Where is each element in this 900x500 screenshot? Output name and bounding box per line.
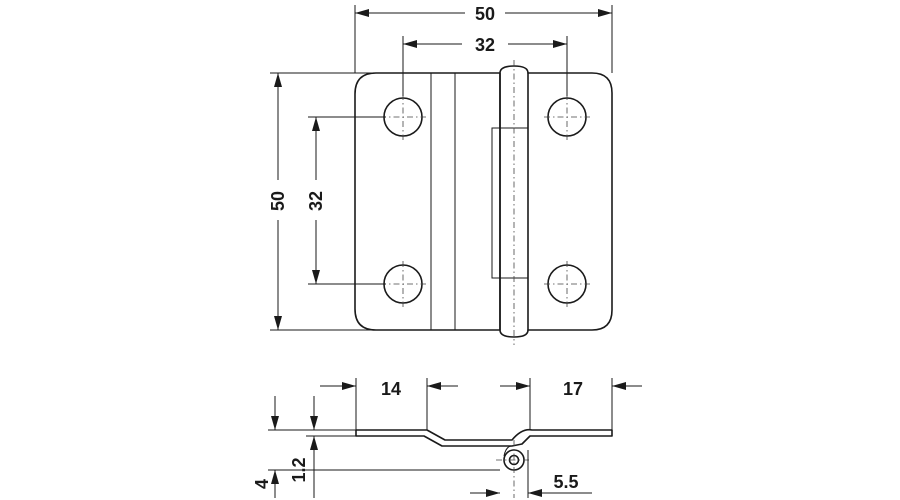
dim-label-knuckle-offset: 5.5 bbox=[553, 472, 578, 492]
dimension-overall-width: 50 bbox=[354, 4, 613, 73]
dimension-hole-spacing-vertical: 32 bbox=[306, 116, 386, 285]
dim-label-hole-spacing-vertical: 32 bbox=[306, 191, 326, 211]
dimension-total-thickness: 4 bbox=[252, 396, 500, 498]
knuckle-wrap bbox=[503, 445, 513, 457]
hinge-top-view bbox=[354, 60, 613, 345]
dim-label-overall-width: 50 bbox=[475, 4, 495, 24]
dim-label-hole-spacing-horizontal: 32 bbox=[475, 35, 495, 55]
dimension-knuckle-offset: 5.5 bbox=[470, 450, 592, 498]
knuckle-cutout bbox=[491, 127, 528, 279]
dimension-left-leaf: 14 bbox=[320, 378, 458, 430]
dim-label-right-leaf: 17 bbox=[563, 379, 583, 399]
dimension-right-leaf: 17 bbox=[500, 378, 642, 430]
hinge-right-leaf-outline bbox=[527, 72, 613, 331]
dim-label-leaf-thickness: 1.2 bbox=[289, 457, 309, 482]
dimension-hole-spacing-horizontal: 32 bbox=[402, 35, 568, 96]
dimension-leaf-thickness: 1.2 bbox=[289, 396, 356, 498]
dim-label-overall-height: 50 bbox=[268, 191, 288, 211]
hinge-knuckle bbox=[499, 65, 529, 338]
side-profile-outline bbox=[355, 428, 613, 447]
dim-label-total-thickness: 4 bbox=[252, 479, 272, 489]
dimension-overall-height: 50 bbox=[268, 72, 376, 331]
dim-label-left-leaf: 14 bbox=[381, 379, 401, 399]
hinge-plate-outline bbox=[354, 72, 501, 331]
